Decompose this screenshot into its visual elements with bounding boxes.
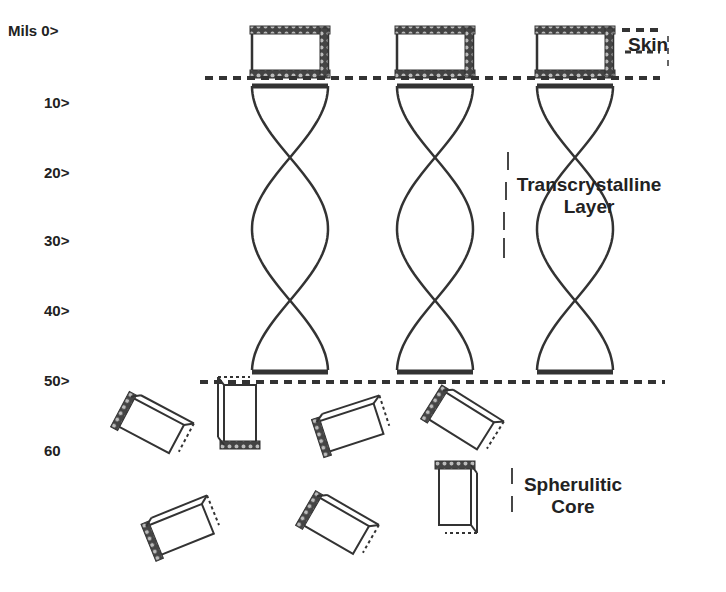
- depth-mark: 60: [44, 442, 61, 459]
- twisted-lamella: [252, 86, 328, 370]
- twisted-lamella: [537, 86, 613, 370]
- layer-name: Spherulitic Core: [518, 474, 628, 518]
- twisted-lamella: [397, 86, 473, 370]
- lamella-edge: [397, 370, 473, 375]
- lamella-edge: [252, 370, 328, 375]
- depth-mark: Mils 0>: [8, 22, 58, 39]
- lamella-edge: [252, 84, 328, 89]
- twisted-lamella: [537, 86, 613, 370]
- depth-mark: 10>: [44, 94, 69, 111]
- depth-mark: 20>: [44, 164, 69, 181]
- lamella-edge: [537, 84, 613, 89]
- depth-mark: 40>: [44, 302, 69, 319]
- twisted-lamella: [252, 86, 328, 370]
- lamella-edge: [397, 84, 473, 89]
- depth-mark: 50>: [44, 372, 69, 389]
- layer-name: Skin: [628, 34, 668, 56]
- depth-mark: 30>: [44, 232, 69, 249]
- lamella-edge: [537, 370, 613, 375]
- twisted-lamella: [397, 86, 473, 370]
- layer-name: Transcrystalline Layer: [514, 174, 664, 218]
